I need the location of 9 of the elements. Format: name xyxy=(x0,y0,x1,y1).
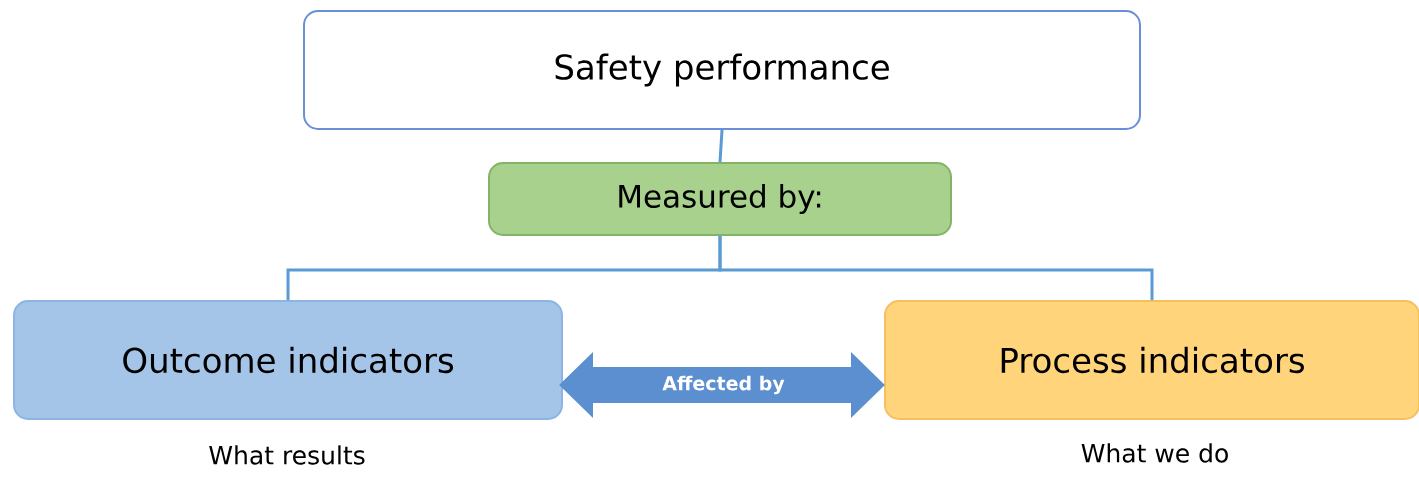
connector-line xyxy=(718,236,1154,300)
title-box: Safety performance xyxy=(303,10,1141,130)
indicator-box: Outcome indicators xyxy=(13,300,563,420)
indicator-box: Process indicators xyxy=(884,300,1419,420)
edge-label: Affected by xyxy=(661,374,786,396)
caption-text: What we do xyxy=(1081,443,1228,463)
connector-line xyxy=(718,129,724,163)
caption-text: What results xyxy=(209,445,365,465)
label-box: Measured by: xyxy=(488,162,952,236)
